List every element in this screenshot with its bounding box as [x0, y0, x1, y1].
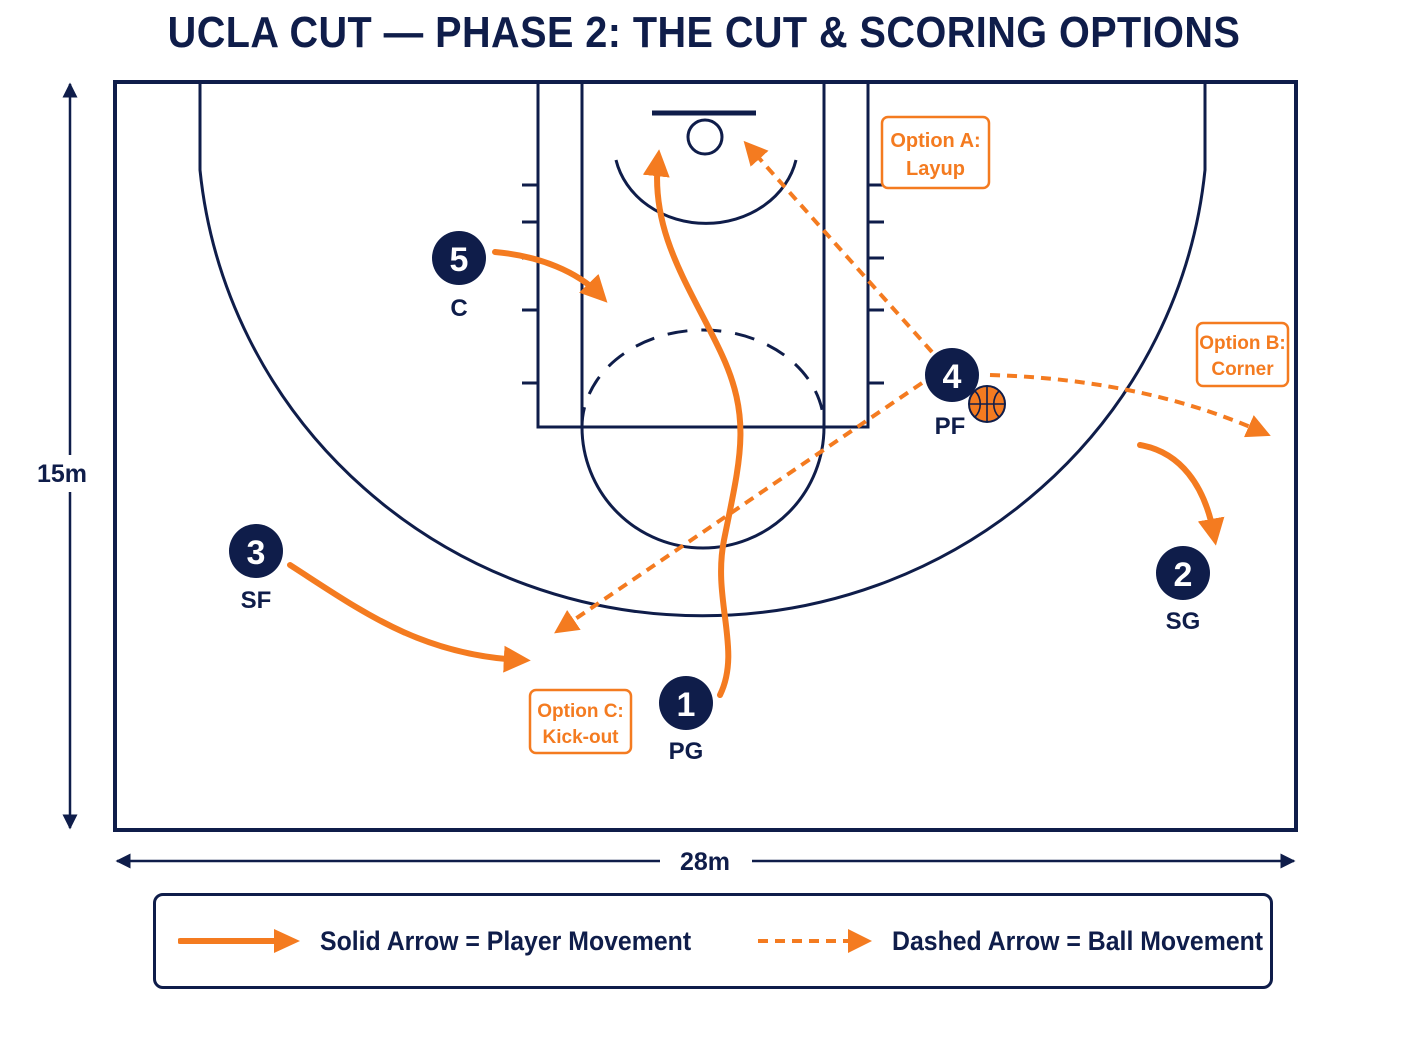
player-4-pf: 4 PF	[925, 348, 979, 440]
restricted-area	[614, 159, 798, 225]
svg-text:SF: SF	[241, 587, 272, 614]
legend: Solid Arrow = Player Movement Dashed Arr…	[153, 893, 1273, 989]
svg-text:3: 3	[247, 534, 266, 572]
dimension-width: 15m	[37, 82, 87, 830]
option-b-label: Option B: Corner	[1195, 321, 1290, 388]
player-1-pg: 1 PG	[659, 676, 713, 765]
svg-text:C: C	[450, 295, 467, 322]
legend-dashed-label: Dashed Arrow = Ball Movement	[892, 925, 1264, 956]
svg-text:PF: PF	[935, 413, 966, 440]
svg-text:5: 5	[450, 241, 469, 279]
option-a-label: Option A: Layup	[880, 115, 991, 190]
diagram-title: UCLA CUT — PHASE 2: THE CUT & SCORING OP…	[167, 8, 1241, 57]
pg-cut-path	[642, 149, 744, 698]
svg-text:2: 2	[1174, 556, 1193, 594]
sg-movement-path	[1137, 442, 1225, 546]
legend-dashed: Dashed Arrow = Ball Movement	[756, 896, 1295, 986]
svg-text:1: 1	[677, 686, 696, 724]
dimension-length: 28m	[115, 848, 1296, 876]
svg-text:Layup: Layup	[906, 158, 965, 180]
svg-text:Option C:: Option C:	[537, 701, 624, 722]
pass-layup	[743, 140, 934, 354]
player-3-sf: 3 SF	[229, 524, 283, 614]
svg-text:Option B:: Option B:	[1199, 333, 1286, 354]
lane-hash-marks	[522, 183, 884, 385]
svg-text:Kick-out: Kick-out	[543, 727, 620, 748]
svg-text:4: 4	[943, 358, 962, 396]
basketball-icon	[968, 385, 1006, 423]
svg-text:28m: 28m	[680, 848, 730, 876]
player-2-sg: 2 SG	[1156, 546, 1210, 635]
svg-text:Option A:: Option A:	[890, 130, 980, 152]
legend-solid-label: Solid Arrow = Player Movement	[320, 925, 692, 956]
free-throw-circle-solid	[580, 426, 826, 550]
paint-outer	[536, 80, 870, 429]
option-c-label: Option C: Kick-out	[528, 688, 633, 755]
solid-arrow-icon	[178, 929, 300, 953]
c-movement-path	[492, 249, 608, 303]
player-5-c: 5 C	[432, 231, 486, 322]
rim	[686, 118, 724, 156]
svg-text:Corner: Corner	[1211, 359, 1274, 380]
free-throw-circle-dashed	[580, 328, 826, 428]
svg-text:SG: SG	[1166, 608, 1201, 635]
sf-movement-path	[287, 562, 531, 673]
pass-kick-out	[554, 381, 924, 634]
three-point-line	[198, 82, 1207, 618]
svg-text:15m: 15m	[37, 460, 87, 488]
pass-corner	[989, 373, 1271, 438]
svg-text:PG: PG	[669, 738, 704, 765]
legend-solid: Solid Arrow = Player Movement	[178, 896, 723, 986]
dashed-arrow-icon	[758, 929, 872, 953]
